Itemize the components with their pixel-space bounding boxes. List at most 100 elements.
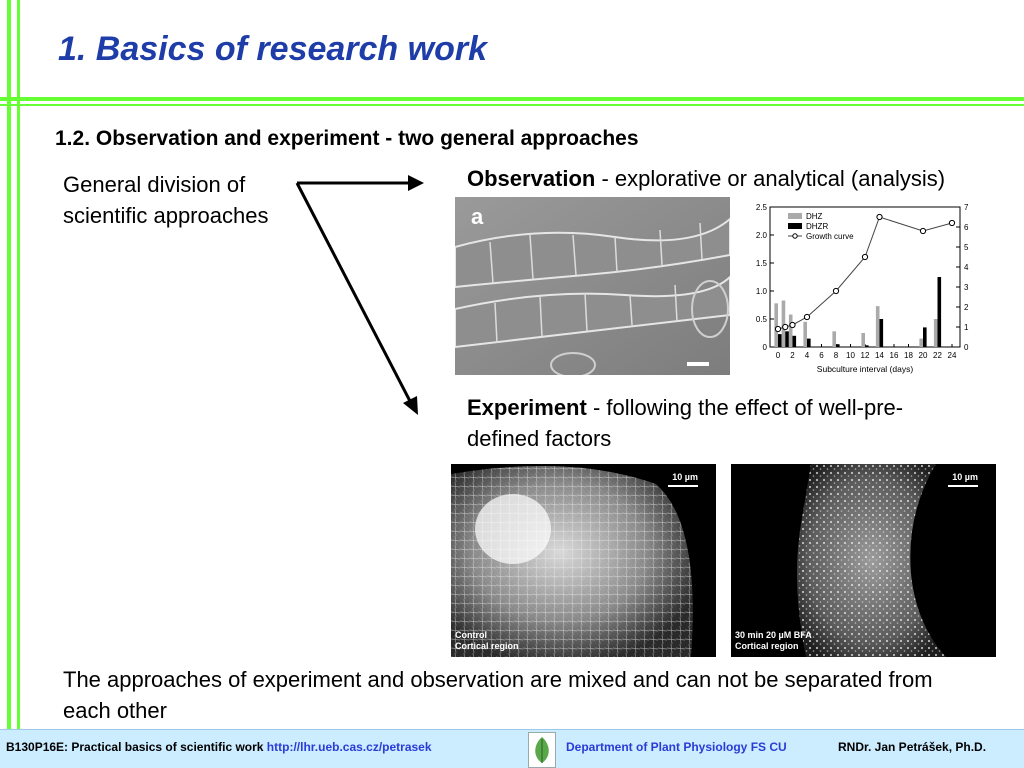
course-link[interactable]: http://lhr.ueb.cas.cz/petrasek [266, 740, 432, 754]
x-tick-label: 12 [861, 351, 870, 360]
legend-swatch [788, 223, 802, 229]
growth-curve-line [777, 216, 953, 330]
observation-heading: Observation - explorative or analytical … [467, 166, 945, 192]
growth-curve-point [803, 313, 811, 321]
general-division-text: General division of scientific approache… [63, 172, 269, 228]
course-name: B130P16E: Practical basics of scientific… [6, 740, 267, 754]
caption-line: Cortical region [455, 641, 519, 651]
bfa-cell-image [797, 464, 946, 657]
y-tick-label: 1.5 [756, 259, 768, 268]
scale-bar [668, 485, 698, 487]
legend-label: Growth curve [806, 232, 854, 241]
bar-dhzr [836, 344, 840, 347]
y2-tick-label: 0 [964, 343, 969, 352]
control-cell-image [451, 466, 693, 657]
legend-swatch [788, 213, 802, 219]
image-caption: Control Cortical region [455, 630, 519, 652]
bar-dhz [788, 314, 793, 347]
x-tick-label: 24 [948, 351, 957, 360]
experiment-description: - following the effect of well-pre-defin… [467, 395, 904, 451]
caption-line: Control [455, 630, 487, 640]
y2-tick-label: 4 [964, 263, 969, 272]
x-tick-label: 2 [790, 351, 795, 360]
footer-course: B130P16E: Practical basics of scientific… [6, 740, 432, 754]
bar-dhzr [785, 331, 789, 347]
x-tick-label: 20 [919, 351, 928, 360]
scale-bar [948, 485, 978, 487]
bar-dhz [861, 333, 865, 347]
caption-line: Cortical region [735, 641, 799, 651]
leaf-logo-icon [528, 732, 556, 768]
x-tick-label: 10 [846, 351, 855, 360]
branch-arrows [295, 175, 424, 415]
x-tick-label: 16 [890, 351, 899, 360]
fluorescence-image-control: 10 µm Control Cortical region [451, 464, 716, 657]
y2-tick-label: 3 [964, 283, 969, 292]
x-tick-label: 8 [834, 351, 839, 360]
bar-dhz [803, 321, 807, 347]
bar-dhzr [807, 338, 811, 347]
frame-line-vertical [7, 0, 11, 768]
growth-curve-point [832, 287, 840, 295]
slide-title: 1. Basics of research work [58, 30, 488, 68]
micrograph-cell-filaments: a [455, 197, 730, 375]
y2-tick-label: 7 [964, 203, 969, 212]
bar-dhzr [792, 335, 797, 347]
y2-tick-label: 5 [964, 243, 969, 252]
x-axis-label: Subculture interval (days) [817, 364, 914, 374]
bar-dhzr [778, 334, 782, 347]
bar-dhz [832, 331, 836, 347]
bar-dhzr [923, 327, 927, 347]
y-tick-label: 1.0 [756, 287, 768, 296]
legend-marker [792, 233, 798, 239]
x-tick-label: 18 [904, 351, 913, 360]
frame-line-horizontal [0, 104, 1024, 106]
x-tick-label: 14 [875, 351, 884, 360]
bar-dhz [781, 300, 786, 347]
scale-bar [687, 362, 709, 366]
caption-line: 30 min 20 µM BFA [735, 630, 812, 640]
y-tick-label: 2.0 [756, 231, 768, 240]
experiment-bold: Experiment [467, 395, 587, 420]
bar-dhzr [865, 345, 869, 347]
panel-label: a [471, 204, 484, 229]
x-tick-label: 4 [805, 351, 810, 360]
x-tick-label: 22 [933, 351, 942, 360]
footer-department: Department of Plant Physiology FS CU [566, 740, 787, 754]
frame-line-horizontal [0, 97, 1024, 101]
y-tick-label: 2.5 [756, 203, 768, 212]
growth-curve-point [861, 253, 869, 261]
bar-dhz [919, 338, 923, 347]
scale-label: 10 µm [952, 472, 978, 482]
growth-curve-point [919, 227, 927, 235]
bar-dhzr [937, 277, 942, 347]
bar-dhz [933, 319, 938, 347]
leaf-logo-graphic [535, 737, 549, 763]
fluorescence-image-bfa: 10 µm 30 min 20 µM BFA Cortical region [731, 464, 996, 657]
legend-label: DHZR [806, 222, 828, 231]
growth-curve-point [948, 219, 956, 227]
legend-label: DHZ [806, 212, 823, 221]
cell-filaments-image [455, 197, 730, 375]
growth-curve-point [774, 325, 782, 333]
observation-description: - explorative or analytical (analysis) [595, 166, 946, 191]
frame-line-vertical [17, 0, 20, 768]
footer-author: RNDr. Jan Petrášek, Ph.D. [838, 740, 987, 754]
growth-curve-point [876, 213, 883, 221]
bar-dhz [774, 303, 778, 347]
x-tick-label: 0 [776, 351, 781, 360]
conclusion-text: The approaches of experiment and observa… [63, 667, 933, 723]
bar-dhzr [879, 319, 884, 347]
y-tick-label: 0 [763, 343, 768, 352]
experiment-heading: Experiment - following the effect of wel… [467, 392, 947, 454]
y-tick-label: 0.5 [756, 315, 768, 324]
y2-tick-label: 2 [964, 303, 969, 312]
x-tick-label: 6 [819, 351, 824, 360]
footer-bar: B130P16E: Practical basics of scientific… [0, 729, 1024, 768]
bar-dhz [875, 306, 880, 347]
image-caption: 30 min 20 µM BFA Cortical region [735, 630, 812, 652]
y2-tick-label: 1 [964, 323, 969, 332]
growth-curve-point [789, 321, 796, 329]
scale-label: 10 µm [672, 472, 698, 482]
